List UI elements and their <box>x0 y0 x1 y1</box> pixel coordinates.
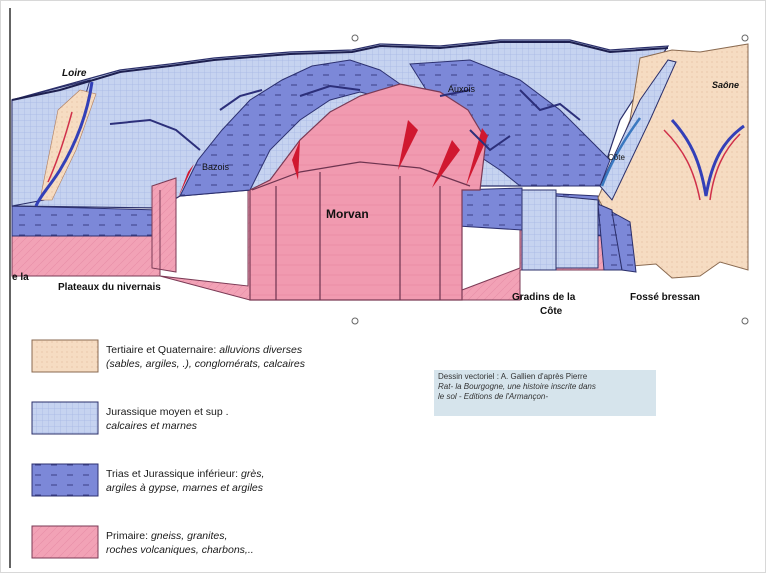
nivernais-steps <box>152 178 176 272</box>
legend-swatch-trias <box>32 464 98 496</box>
legend-title: Jurassique moyen et sup . <box>106 406 229 418</box>
legend-detail: gneiss, granites, <box>151 530 227 542</box>
legend-detail: alluvions diverses <box>219 344 302 356</box>
legend-detail: grès, <box>241 468 264 480</box>
label-plateaux-nivernais: Plateaux du nivernais <box>58 282 161 293</box>
label-fosse-bressan: Fossé bressan <box>630 292 700 303</box>
credit-lead: Dessin vectoriel : A. Gallien d'après Pi… <box>438 372 587 381</box>
legend-detail: argiles à gypse, marnes et argiles <box>106 482 263 494</box>
legend-title: Tertiaire et Quaternaire: <box>106 344 216 356</box>
credit-line: le sol - Editions de l'Armançon- <box>438 392 548 401</box>
legend-detail: roches volcaniques, charbons,.. <box>106 544 254 556</box>
legend-item-tertiary: Tertiaire et Quaternaire: alluvions dive… <box>106 343 386 371</box>
label-gradins-line1: Gradins de la <box>512 292 576 303</box>
label-saone: Saône <box>712 80 739 90</box>
label-cote: Côte <box>608 153 625 162</box>
legend-item-jurassic: Jurassique moyen et sup . calcaires et m… <box>106 405 386 433</box>
legend-swatch-primary <box>32 526 98 558</box>
label-left-edge: e la <box>12 272 29 283</box>
credit-box: Dessin vectoriel : A. Gallien d'après Pi… <box>434 370 656 416</box>
trias-layer-left <box>12 206 160 236</box>
label-gradins-line2: Côte <box>540 306 563 317</box>
label-loire: Loire <box>62 68 87 79</box>
legend-detail: (sables, argiles, .), conglomérats, calc… <box>106 358 305 370</box>
label-auxois: Auxois <box>448 84 476 94</box>
legend-item-primary: Primaire: gneiss, granites, roches volca… <box>106 529 386 557</box>
legend-swatch-jurassic <box>32 402 98 434</box>
label-morvan: Morvan <box>326 207 369 221</box>
legend-item-trias: Trias et Jurassique inférieur: grès, arg… <box>106 467 386 495</box>
legend-swatch-tertiary <box>32 340 98 372</box>
legend-title: Primaire: <box>106 530 148 542</box>
label-bazois: Bazois <box>202 162 230 172</box>
credit-line: Rat- la Bourgogne, une histoire inscrite… <box>438 382 596 391</box>
legend-detail: calcaires et marnes <box>106 420 197 432</box>
trias-layer-center <box>458 188 522 230</box>
legend-title: Trias et Jurassique inférieur: <box>106 468 238 480</box>
